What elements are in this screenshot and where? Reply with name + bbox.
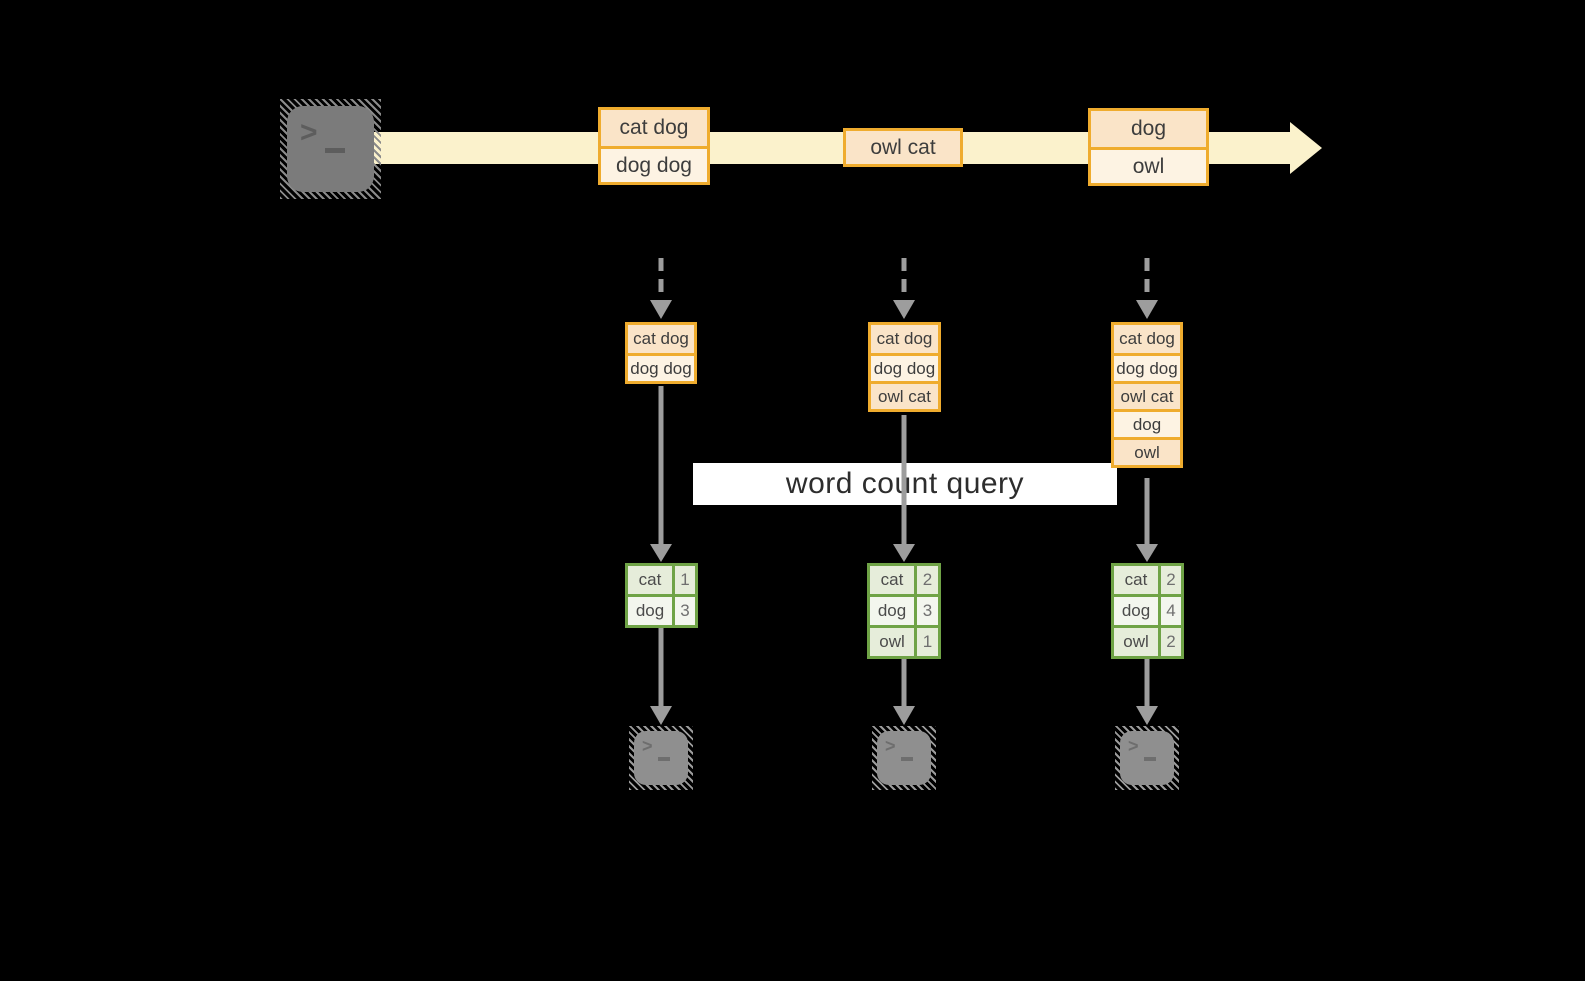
snapshot-input-stack-3: cat dog dog dog owl cat dog owl — [1111, 322, 1183, 468]
word-cell: dog — [870, 597, 914, 625]
count-cell: 2 — [1158, 566, 1181, 594]
stream-arrow-icon — [1290, 122, 1322, 174]
record: owl — [1114, 437, 1180, 465]
count-cell: 4 — [1158, 597, 1181, 625]
word-count-table-1: cat 1 dog 3 — [625, 563, 698, 628]
stream-record: owl cat — [846, 131, 960, 164]
prompt-icon: > — [642, 736, 653, 756]
source-terminal-icon: > — [280, 99, 381, 199]
dashed-arrow — [893, 258, 915, 319]
record: cat dog — [871, 325, 938, 353]
cursor-icon — [1144, 757, 1156, 761]
terminal-screen: > — [634, 731, 688, 785]
prompt-icon: > — [300, 116, 318, 149]
prompt-icon: > — [1128, 736, 1139, 756]
sink-terminal-icon: > — [872, 726, 936, 790]
terminal-screen: > — [1120, 731, 1174, 785]
word-cell: owl — [870, 628, 914, 656]
table-row: dog 3 — [628, 594, 695, 625]
stream-record: dog dog — [601, 146, 707, 182]
dashed-arrow — [1136, 258, 1158, 319]
connector-arrow — [1136, 655, 1158, 725]
record: dog dog — [628, 353, 694, 381]
word-cell: cat — [870, 566, 914, 594]
table-row: cat 1 — [628, 566, 695, 594]
word-cell: owl — [1114, 628, 1158, 656]
table-row: dog 4 — [1114, 594, 1181, 625]
record: owl cat — [871, 381, 938, 409]
count-cell: 2 — [1158, 628, 1181, 656]
terminal-screen: > — [287, 106, 374, 192]
prompt-icon: > — [885, 736, 896, 756]
count-cell: 1 — [672, 566, 695, 594]
connector-arrow — [893, 415, 915, 562]
word-count-table-2: cat 2 dog 3 owl 1 — [867, 563, 941, 659]
record: owl cat — [1114, 381, 1180, 409]
record: cat dog — [1114, 325, 1180, 353]
record: dog dog — [871, 353, 938, 381]
connector-arrow — [650, 626, 672, 725]
table-row: owl 1 — [870, 625, 938, 656]
count-cell: 3 — [914, 597, 938, 625]
table-row: cat 2 — [1114, 566, 1181, 594]
snapshot-input-stack-2: cat dog dog dog owl cat — [868, 322, 941, 412]
record: dog — [1114, 409, 1180, 437]
stream-batch-2: owl cat — [843, 128, 963, 167]
count-cell: 1 — [914, 628, 938, 656]
cursor-icon — [658, 757, 670, 761]
terminal-screen: > — [877, 731, 931, 785]
stream-batch-3: dog owl — [1088, 108, 1209, 186]
cursor-icon — [901, 757, 913, 761]
stream-record: dog — [1091, 111, 1206, 147]
word-cell: dog — [628, 597, 672, 625]
snapshot-input-stack-1: cat dog dog dog — [625, 322, 697, 384]
dashed-arrow — [650, 258, 672, 319]
record: cat dog — [628, 325, 694, 353]
count-cell: 3 — [672, 597, 695, 625]
cursor-icon — [325, 148, 345, 153]
connector-arrow — [650, 386, 672, 562]
table-row: owl 2 — [1114, 625, 1181, 656]
word-cell: cat — [628, 566, 672, 594]
connector-arrow — [1136, 478, 1158, 562]
connector-arrow — [893, 655, 915, 725]
table-row: cat 2 — [870, 566, 938, 594]
word-count-table-3: cat 2 dog 4 owl 2 — [1111, 563, 1184, 659]
stream-record: owl — [1091, 147, 1206, 183]
sink-terminal-icon: > — [629, 726, 693, 790]
stream-record: cat dog — [601, 110, 707, 146]
word-cell: cat — [1114, 566, 1158, 594]
word-cell: dog — [1114, 597, 1158, 625]
sink-terminal-icon: > — [1115, 726, 1179, 790]
record: dog dog — [1114, 353, 1180, 381]
stream-batch-1: cat dog dog dog — [598, 107, 710, 185]
table-row: dog 3 — [870, 594, 938, 625]
count-cell: 2 — [914, 566, 938, 594]
